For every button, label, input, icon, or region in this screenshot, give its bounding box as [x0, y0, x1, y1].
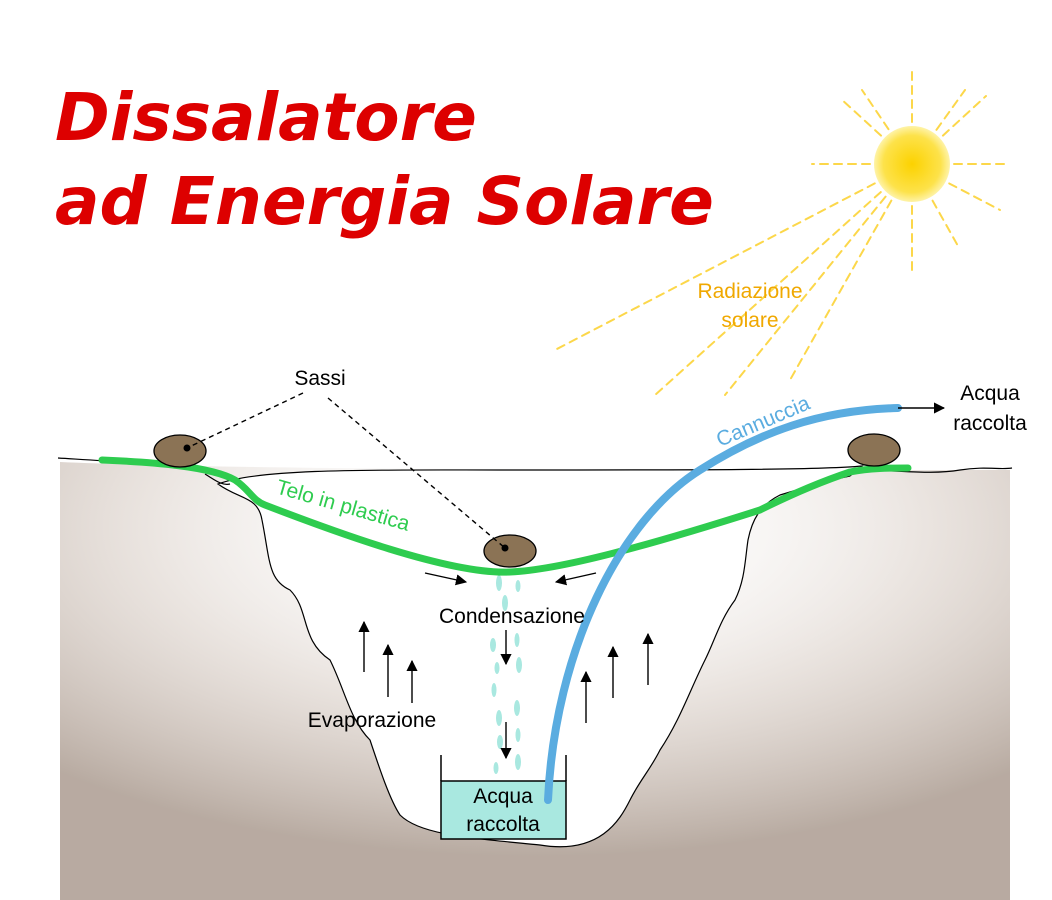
sun-icon — [874, 126, 950, 202]
stone-pointer-lines — [186, 392, 506, 549]
stone-pointer-dot — [501, 544, 509, 552]
water-drop-icon — [497, 735, 503, 749]
stone-pointer-dot — [183, 444, 191, 452]
outlet-label-line-2: raccolta — [953, 412, 1027, 435]
water-drop-icon — [493, 762, 499, 774]
stone-icon — [847, 433, 901, 467]
arrow-icon — [554, 572, 597, 586]
stone-icon — [483, 534, 537, 568]
water-drop-icon — [496, 710, 502, 726]
container-label-line-1: Acqua — [473, 785, 533, 808]
water-drop-icon — [491, 683, 497, 697]
container-label-line-2: raccolta — [466, 813, 540, 836]
water-drop-icon — [514, 700, 520, 716]
water-drop-icon — [514, 633, 520, 647]
radiation-label-line-2: solare — [721, 309, 778, 332]
title-line-2: ad Energia Solare — [55, 163, 714, 240]
radiation-label-line-1: Radiazione — [697, 280, 802, 303]
arrow-icon — [424, 572, 468, 586]
water-drop-icon — [494, 662, 500, 674]
stone-icon — [153, 434, 207, 468]
water-drop-icon — [516, 657, 522, 673]
stones-label: Sassi — [294, 367, 345, 390]
straw — [544, 404, 902, 804]
water-drop-icon — [515, 754, 521, 770]
water-drop-icon — [502, 595, 508, 611]
outlet-label-line-1: Acqua — [960, 382, 1020, 405]
arrows — [358, 402, 946, 760]
water-drop-icon — [490, 638, 496, 652]
water-drop-icon — [515, 580, 521, 592]
water-drops — [490, 575, 522, 774]
condensation-label: Condensazione — [439, 605, 585, 628]
water-drop-icon — [496, 575, 502, 591]
water-drop-icon — [515, 728, 521, 742]
evaporation-label: Evaporazione — [308, 709, 436, 732]
pit — [216, 465, 864, 848]
title-line-1: Dissalatore — [55, 79, 477, 156]
plastic-sheet — [98, 456, 912, 576]
